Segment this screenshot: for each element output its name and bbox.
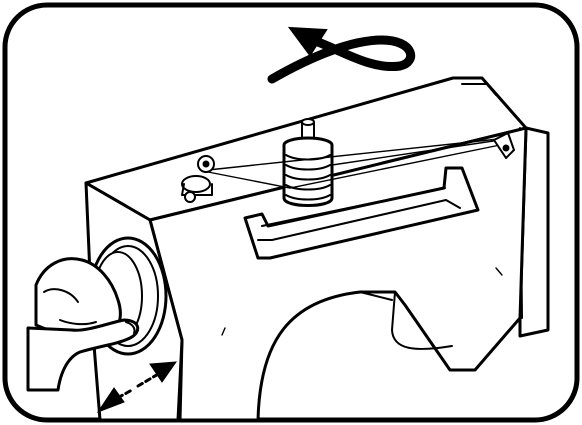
- thread-loop-arrow-icon: [267, 26, 415, 84]
- carrying-handle: [243, 166, 480, 260]
- thread-path: [207, 137, 509, 189]
- thread-guide: [493, 132, 515, 159]
- thread-spool: [282, 118, 334, 207]
- hand: [26, 257, 140, 392]
- double-arrow-icon: [96, 361, 178, 414]
- thread-tension-discs: [181, 155, 215, 203]
